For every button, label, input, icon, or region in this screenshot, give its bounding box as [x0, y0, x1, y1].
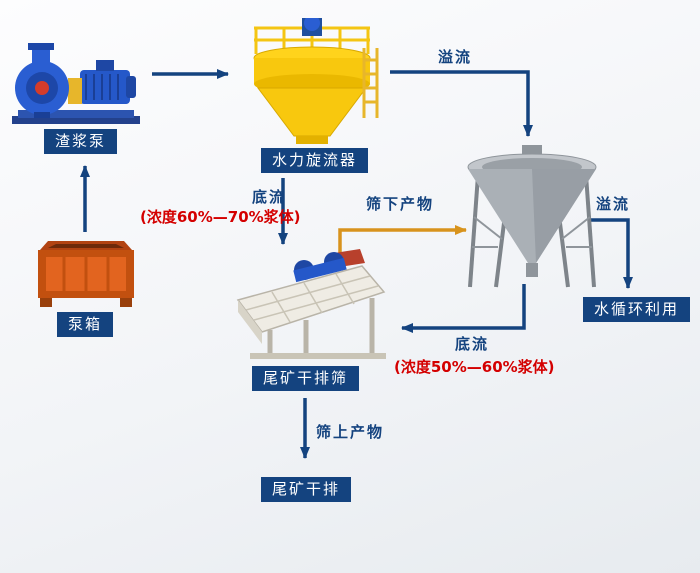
flow-cyclone-underflow: 底流	[252, 188, 287, 206]
label-water-recycling: 水循环利用	[583, 297, 691, 322]
label-dewatering-screen: 尾矿干排筛	[252, 366, 360, 391]
note-cone-underflow-concentration: (浓度50%—60%浆体)	[394, 358, 555, 376]
cone-thickener-image	[467, 145, 597, 288]
flow-screen-undersize: 筛下产物	[366, 195, 435, 213]
label-pump-box: 泵箱	[57, 312, 114, 337]
label-hydrocyclone: 水力旋流器	[261, 148, 369, 173]
flow-cyclone-overflow: 溢流	[438, 48, 473, 66]
arrow-cyclone-overflow-to-cone	[390, 70, 533, 137]
slurry-pump-image	[12, 43, 140, 124]
flow-cone-underflow: 底流	[455, 335, 490, 353]
flow-cone-overflow: 溢流	[596, 195, 631, 213]
flow-screen-oversize: 筛上产物	[316, 423, 385, 441]
note-cyclone-underflow-concentration: (浓度60%—70%浆体)	[140, 208, 301, 226]
label-tailings-dry-discharge: 尾矿干排	[261, 477, 352, 502]
pump-box-image	[38, 241, 134, 307]
dewatering-screen-image	[236, 249, 386, 359]
label-slurry-pump: 渣浆泵	[44, 129, 118, 154]
hydrocyclone-image	[253, 18, 379, 144]
